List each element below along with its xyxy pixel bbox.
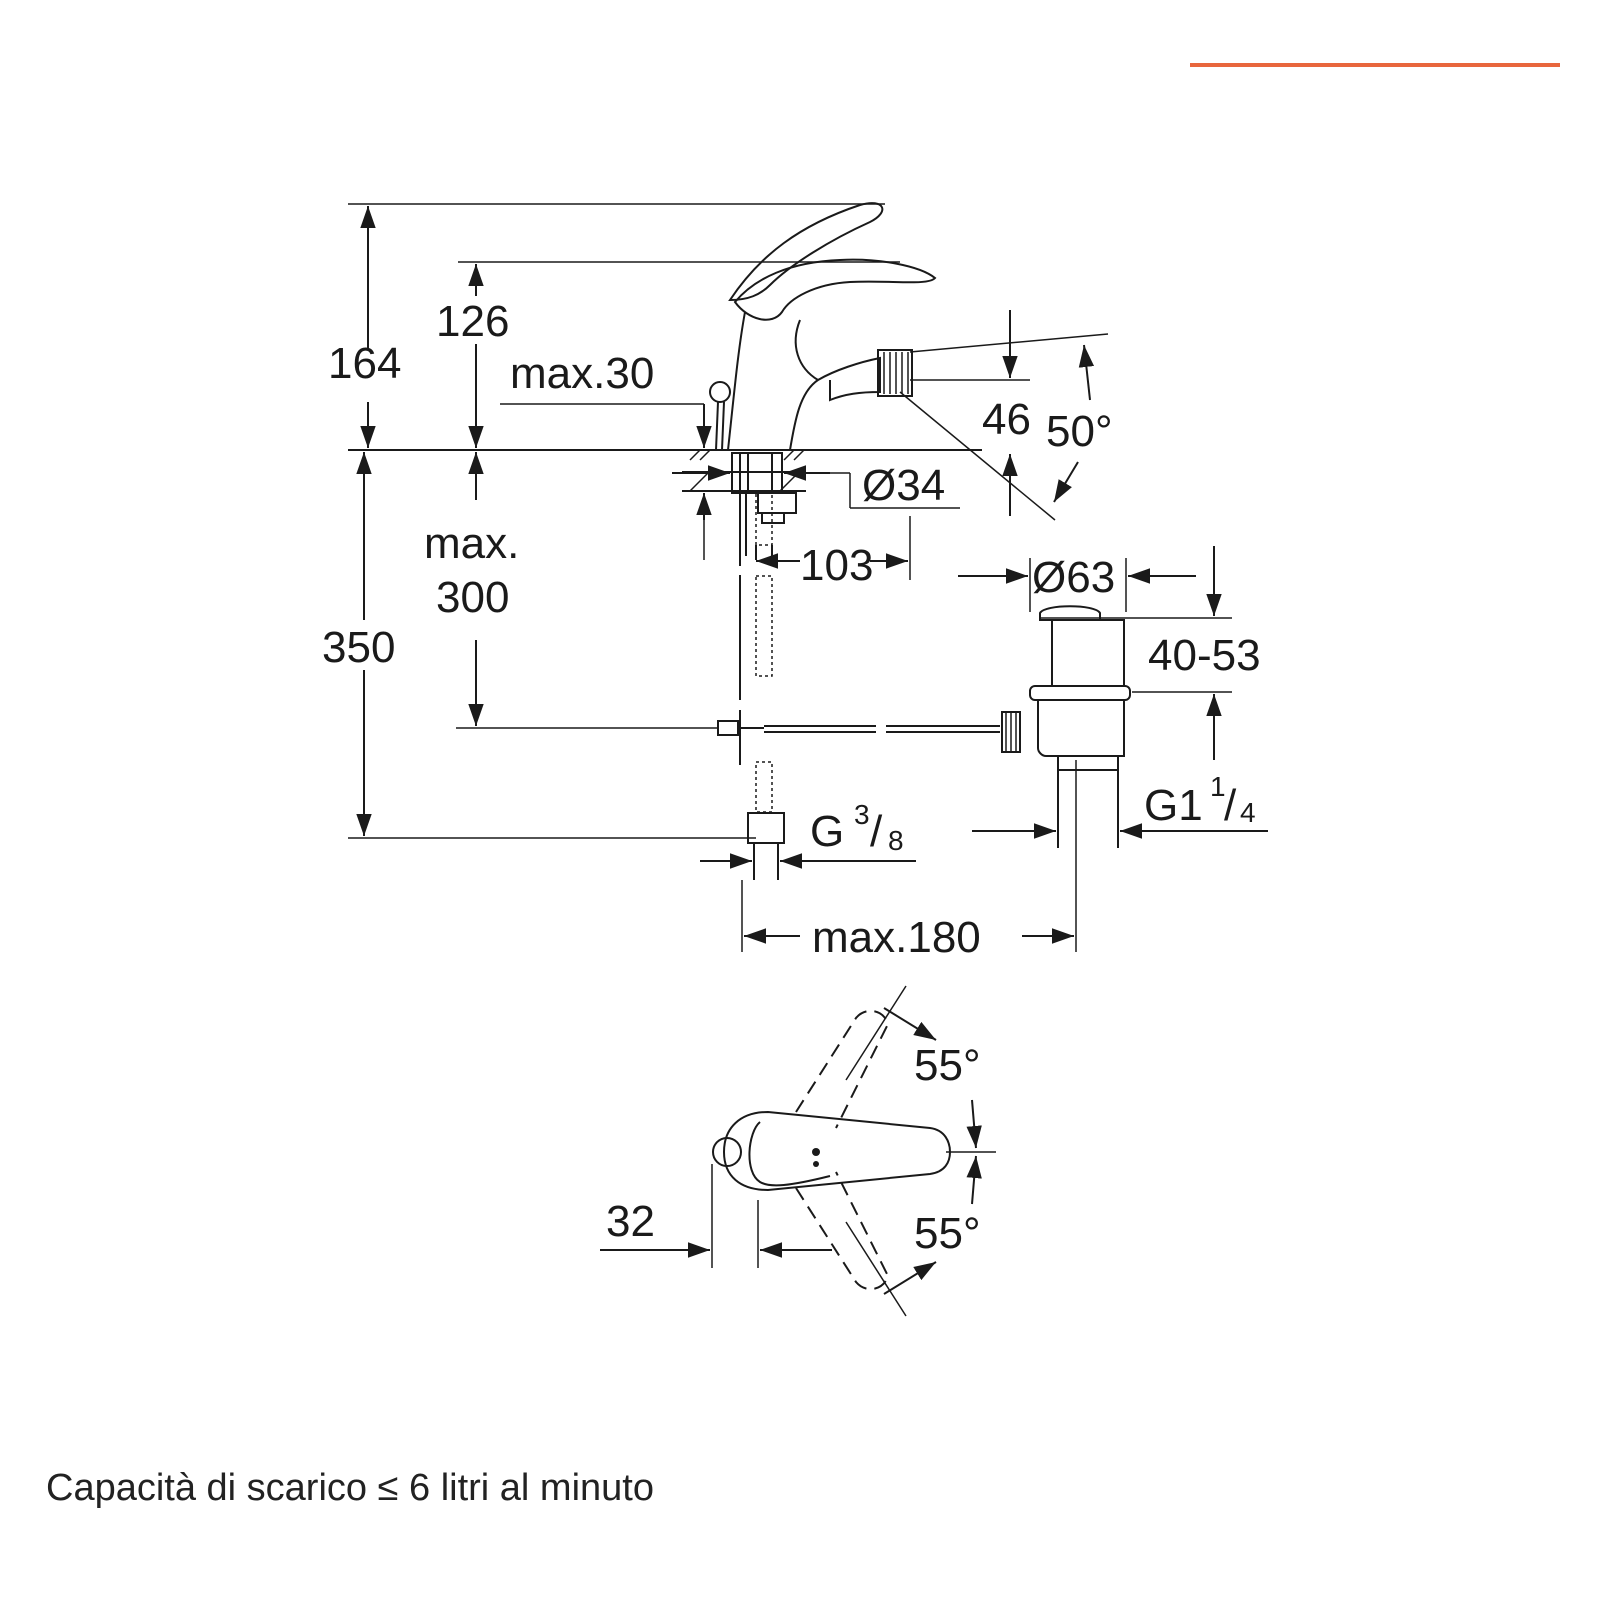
label-164: 164: [328, 339, 401, 388]
faucet-side-view: [709, 202, 937, 451]
label-g114-slash: /: [1224, 781, 1237, 830]
accent-line: [1190, 63, 1560, 67]
supply-hoses: [717, 492, 785, 880]
label-g38-slash: /: [870, 807, 883, 856]
dimension-labels: 164 126 max.30 46 50° Ø34 max. 300 350 1…: [322, 297, 1261, 1258]
label-d63: Ø63: [1032, 553, 1115, 602]
label-32: 32: [606, 1197, 655, 1246]
label-d34: Ø34: [862, 461, 945, 510]
mounting-assembly: [731, 452, 797, 524]
label-103: 103: [800, 541, 873, 590]
popup-rod: [764, 725, 1000, 733]
label-g114-main: G1: [1144, 781, 1203, 830]
flow-rate-caption: Capacità di scarico ≤ 6 litri al minuto: [46, 1467, 654, 1509]
label-40-53: 40-53: [1148, 631, 1261, 680]
label-g38-num: 3: [854, 799, 870, 830]
label-g38-den: 8: [888, 825, 904, 856]
label-max180: max.180: [812, 913, 981, 962]
lever-dashed-upper: [795, 1009, 890, 1129]
lever-raised-outline: [728, 202, 884, 302]
label-50-degree: 50°: [1046, 407, 1113, 456]
label-max: max.: [424, 519, 519, 568]
label-300: 300: [436, 573, 509, 622]
popup-knob: [709, 381, 731, 403]
label-126: 126: [436, 297, 509, 346]
lever-dashed-lower: [795, 1171, 890, 1291]
label-g38-main: G: [810, 807, 844, 856]
label-55-bottom: 55°: [914, 1209, 981, 1258]
label-max30: max.30: [510, 349, 654, 398]
label-55-top: 55°: [914, 1041, 981, 1090]
top-view-dimensions: [600, 985, 996, 1317]
label-350: 350: [322, 623, 395, 672]
nozzle-head: [877, 349, 913, 397]
waste-assembly: [1001, 605, 1131, 848]
label-g114-den: 4: [1240, 797, 1256, 828]
body-outline: [726, 311, 881, 451]
body-curve: [794, 319, 819, 381]
popup-knob-top: [712, 1137, 742, 1167]
dimension-lines: [348, 203, 1268, 952]
label-46: 46: [982, 395, 1031, 444]
label-g114-num: 1: [1210, 771, 1226, 802]
